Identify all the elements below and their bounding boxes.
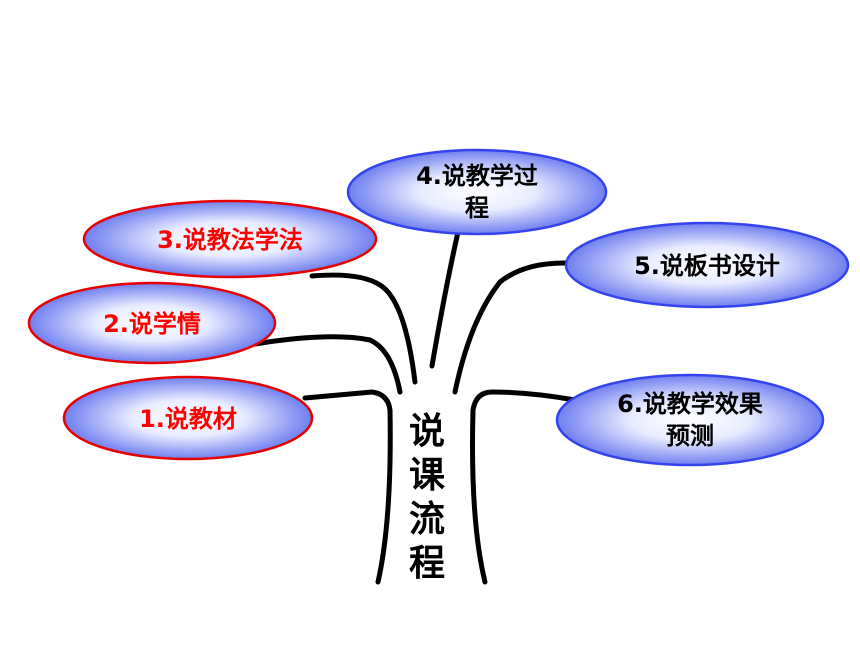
tree-branches [252,229,578,585]
node-label-n6-line1: 6.说教学效果 [617,390,763,418]
node-label-n3: 3.说教法学法 [157,226,303,254]
node-ellipse-n1 [62,375,314,461]
node-ellipse-n5 [564,221,850,309]
node-label-n2: 2.说学情 [103,310,201,338]
center-title-char-2: 课 [408,455,445,496]
node-ellipse-n3 [82,199,378,279]
node-bubble-n3[interactable]: 3.说教法学法 [82,199,378,279]
branch-4 [429,229,461,369]
center-title: 说 课 流 程 [398,410,456,586]
branch-2 [252,334,403,395]
center-title-char-4: 程 [408,543,445,584]
node-bubble-n6[interactable]: 6.说教学效果 预测 [555,373,825,467]
node-bubble-n2[interactable]: 2.说学情 [27,281,277,365]
node-label-n1: 1.说教材 [139,405,237,433]
trunk-left [302,389,393,585]
node-ellipse-n6 [555,373,825,467]
branch-5 [452,260,571,395]
center-title-char-3: 流 [408,499,445,540]
center-title-char-1: 说 [408,411,445,452]
branch-3 [309,272,418,385]
node-label-n6-line2: 预测 [666,422,714,450]
node-label-n4-line2: 程 [465,194,489,222]
node-ellipse-n4 [346,148,608,236]
node-label-n4-line1: 4.说教学过 [416,162,538,190]
node-bubble-n1[interactable]: 1.说教材 [62,375,314,461]
node-ellipse-n2 [27,281,277,365]
node-bubble-n4[interactable]: 4.说教学过 程 [346,148,608,236]
node-label-n5: 5.说板书设计 [634,252,780,280]
trunk-right [470,389,578,585]
node-bubble-n5[interactable]: 5.说板书设计 [564,221,850,309]
